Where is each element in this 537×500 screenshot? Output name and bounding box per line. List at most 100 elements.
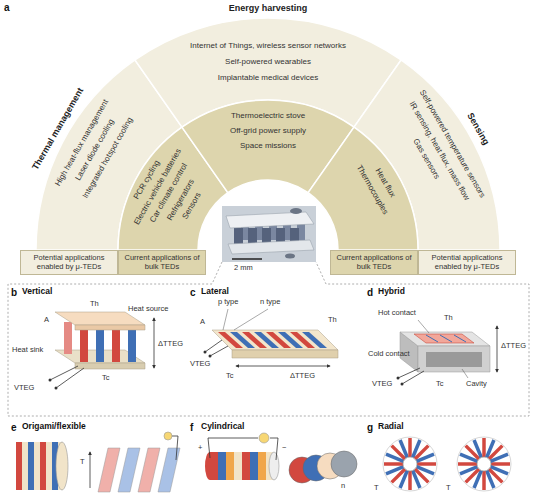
application-text: Off-grid power supply (230, 127, 306, 135)
radial-teg (383, 437, 437, 491)
part-label: Tc (102, 374, 110, 382)
panel-letter: g (367, 422, 373, 433)
origami-teg (98, 448, 120, 492)
hybrid-teg (426, 335, 438, 342)
panel-letter: c (190, 287, 196, 298)
part-label: VTEG (372, 380, 392, 388)
panel-title: Origami/flexible (22, 422, 86, 431)
hybrid-teg (418, 346, 490, 372)
hybrid-teg (426, 352, 482, 367)
panel-title: Cylindrical (201, 422, 244, 431)
lateral-teg (204, 309, 339, 366)
application-text: Internet of Things, wireless sensor netw… (190, 42, 346, 50)
part-label: 2 mm (234, 264, 253, 272)
part-label: ΔTTEG (290, 372, 315, 380)
lateral-teg (234, 309, 268, 330)
vertical-teg (75, 325, 145, 330)
radial-teg (383, 437, 511, 491)
device-photo (248, 228, 257, 244)
application-band: Heat fluxThermocouples (0, 0, 537, 252)
lateral-teg (236, 366, 330, 367)
vertical-teg (80, 330, 88, 362)
category-text: Current applications of bulk TEDs (123, 254, 201, 271)
vertical-teg (55, 312, 145, 325)
vertical-teg (50, 366, 78, 380)
device-photo (232, 258, 262, 260)
origami-teg (22, 442, 28, 490)
part-label: Tc (226, 372, 234, 380)
hybrid-teg (401, 383, 404, 386)
lateral-teg (212, 330, 338, 350)
hybrid-teg (397, 377, 400, 380)
part-label: Heat sink (12, 346, 43, 354)
cylindrical-teg (269, 452, 279, 480)
application-band: SensingSelf-powered temperature sensorsI… (0, 0, 537, 252)
part-label: A (44, 316, 49, 324)
part-label: ΔTTEG (158, 340, 183, 348)
cylindrical-teg (234, 452, 242, 480)
panel-title: Hybrid (378, 287, 405, 296)
panel-letter: e (11, 422, 17, 433)
part-label: Cavity (466, 380, 487, 388)
lateral-teg (209, 355, 212, 358)
lateral-teg (205, 340, 222, 352)
part-label: + (198, 444, 202, 452)
part-label: Th (90, 300, 99, 308)
cylindrical-teg (258, 452, 266, 480)
vertical-teg (112, 330, 120, 362)
panel-letter: b (11, 287, 17, 298)
part-label: Tc (436, 380, 444, 388)
application-text: Self-powered wearables (225, 58, 311, 66)
band-shape (0, 0, 537, 252)
category-box: Potential applications enabled by μ-TEDs (20, 250, 118, 275)
panel-letter: d (367, 287, 373, 298)
origami-teg (34, 442, 40, 490)
part-label: T (446, 484, 451, 492)
lateral-teg (210, 346, 228, 356)
cylindrical-teg (226, 452, 234, 480)
category-text: Potential applications enabled by μ-TEDs (25, 254, 113, 271)
hybrid-teg (497, 326, 498, 372)
hybrid-teg (402, 371, 424, 384)
device-photo (290, 208, 302, 214)
band-fill (308, 127, 418, 250)
lateral-teg (232, 350, 338, 358)
part-label: T (374, 484, 379, 492)
hybrid-teg (440, 335, 452, 342)
device-photo (228, 240, 314, 254)
vertical-teg (154, 318, 155, 368)
part-label: T (80, 458, 85, 466)
zoom-frame (8, 262, 529, 416)
vertical-teg (128, 330, 136, 362)
part-label: ΔTTEG (501, 342, 526, 350)
panel-title: Vertical (22, 287, 52, 296)
origami-teg (16, 432, 180, 492)
device-photo (222, 206, 316, 262)
part-label: A (200, 318, 205, 326)
part-label: − (282, 444, 286, 452)
cylindrical-teg (208, 438, 258, 458)
application-text: Space missions (240, 142, 296, 150)
part-label: n type (260, 298, 280, 306)
device-photo (226, 212, 314, 228)
device-photo (234, 228, 243, 244)
origami-teg (164, 432, 172, 440)
cylindrical-teg (259, 433, 269, 443)
cylindrical-teg (250, 452, 258, 480)
cylindrical-teg (205, 433, 357, 483)
origami-teg (118, 448, 140, 492)
origami-teg (40, 442, 46, 490)
origami-teg (46, 442, 52, 490)
cylindrical-teg (242, 452, 250, 480)
origami-teg (16, 442, 22, 490)
cylindrical-teg (210, 452, 218, 480)
category-box: Potential applications enabled by μ-TEDs (418, 250, 516, 275)
panel-title: Lateral (201, 287, 229, 296)
cylindrical-teg (218, 452, 226, 480)
origami-teg (28, 442, 34, 490)
origami-teg (90, 452, 91, 488)
category-text: Current applications of bulk TEDs (335, 254, 413, 271)
part-label: Th (328, 316, 337, 324)
panel-title: Radial (378, 422, 404, 431)
